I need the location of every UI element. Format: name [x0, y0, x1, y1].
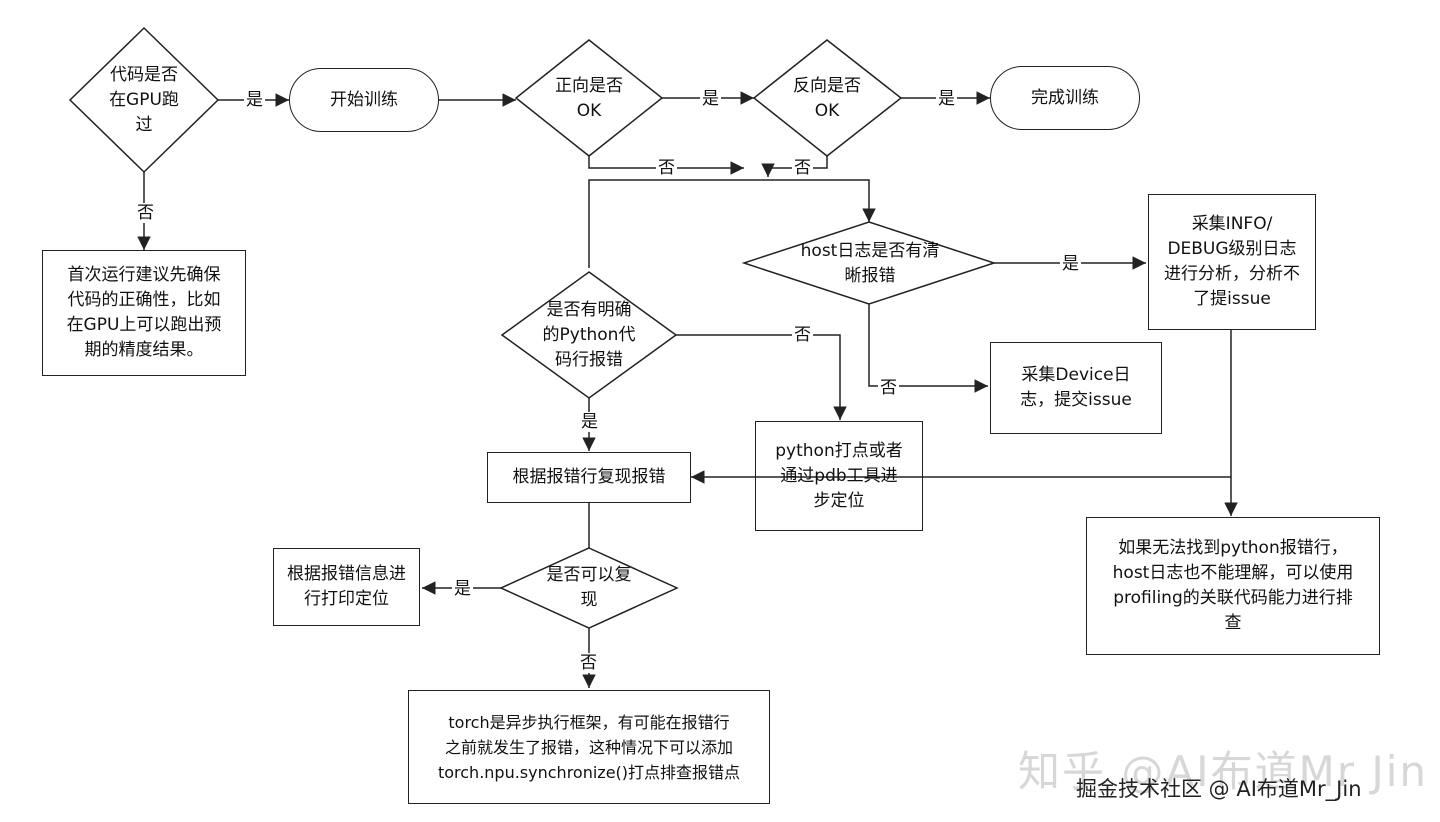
- python-debug-box: python打点或者 通过pdb工具进 步定位: [755, 421, 923, 531]
- edge-label-reproduce-yes: 是: [452, 579, 473, 599]
- collect-device-log-box: 采集Device日 志，提交issue: [990, 342, 1162, 434]
- juejin-watermark: 掘金技术社区 @ AI布道Mr_Jin: [1076, 777, 1362, 801]
- first-run-advice-box: 首次运行建议先确保 代码的正确性，比如 在GPU上可以跑出预 期的精度结果。: [42, 250, 246, 376]
- decision-forward-text: 正向是否 OK: [555, 76, 623, 121]
- finish-training-node: 完成训练: [990, 66, 1140, 130]
- reproduce-error-box: 根据报错行复现报错: [487, 452, 691, 503]
- edge-label-backward-no: 否: [792, 158, 813, 178]
- edge-label-gpu-no: 否: [135, 203, 156, 223]
- profiling-box: 如果无法找到python报错行， host日志也不能理解，可以使用 profil…: [1086, 517, 1380, 655]
- edge-label-python-yes: 是: [579, 412, 600, 432]
- start-training-node: 开始训练: [289, 68, 439, 132]
- zhihu-watermark: 知乎 @AI布道Mr Jin: [1018, 747, 1428, 796]
- edge-label-reproduce-no: 否: [578, 653, 599, 673]
- collect-info-log-box: 采集INFO/ DEBUG级别日志 进行分析，分析不 了提issue: [1148, 194, 1316, 330]
- edge-label-forward-yes: 是: [700, 89, 721, 109]
- decision-reproduce-text: 是否可以复 现: [546, 565, 632, 610]
- edge-label-gpu-yes: 是: [244, 90, 265, 110]
- decision-gpu-text: 代码是否 在GPU跑 过: [109, 64, 179, 135]
- decision-python-text: 是否有明确 的Python代 码行报错: [542, 299, 636, 370]
- decision-host-text: host日志是否有清 晰报错: [800, 241, 940, 286]
- edge-label-host-yes: 是: [1060, 254, 1081, 274]
- edge-label-host-no: 否: [878, 378, 899, 398]
- decision-backward-text: 反向是否 OK: [793, 76, 861, 121]
- edge-label-python-no: 否: [792, 325, 813, 345]
- print-locate-box: 根据报错信息进 行打印定位: [273, 548, 420, 626]
- edge-label-forward-no: 否: [656, 158, 677, 178]
- torch-async-box: torch是异步执行框架，有可能在报错行 之前就发生了报错，这种情况下可以添加 …: [408, 690, 770, 804]
- edge-label-backward-yes: 是: [936, 89, 957, 109]
